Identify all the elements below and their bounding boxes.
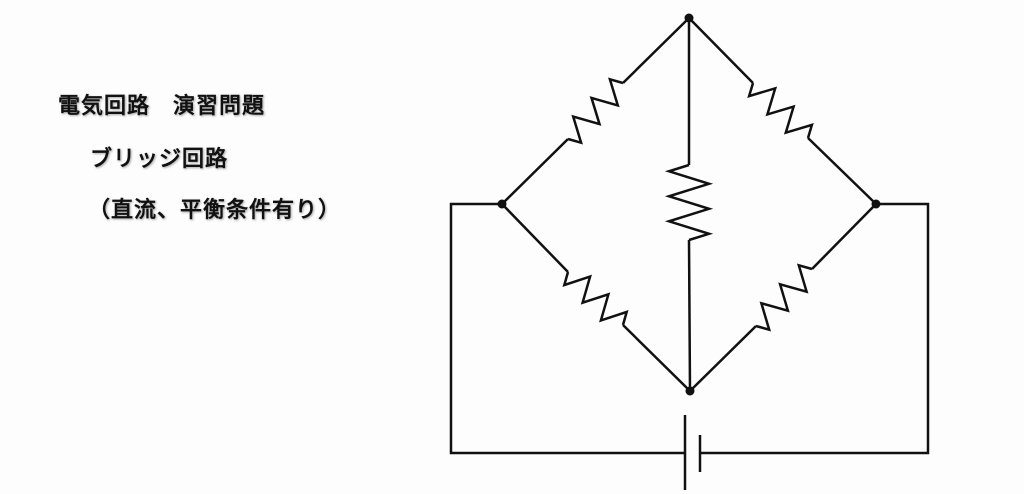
resistor-top-right xyxy=(747,82,814,139)
wire-middle-bottom xyxy=(687,239,692,392)
page-title: 電気回路 演習問題 xyxy=(58,94,266,119)
wire-left-top xyxy=(501,138,569,205)
resistor-bottom-right xyxy=(755,263,813,332)
wire-left-to-battery xyxy=(449,202,685,455)
subtitle: ブリッジ回路 xyxy=(90,147,229,172)
node-top xyxy=(684,13,694,23)
wire-top-left xyxy=(622,17,690,84)
node-bottom xyxy=(685,386,695,396)
node-right xyxy=(871,199,881,209)
condition-note: （直流、平衡条件有り） xyxy=(88,198,342,223)
resistor-top-left xyxy=(567,77,624,145)
wire-left-bottom xyxy=(501,203,569,273)
wire-top-right xyxy=(688,17,754,84)
resistor-middle xyxy=(664,163,714,242)
wire-bottom-left xyxy=(622,324,691,392)
wire-bottom-right xyxy=(689,325,757,392)
wire-right-top xyxy=(807,137,877,205)
resistor-bottom-left xyxy=(562,271,629,326)
node-left xyxy=(497,199,507,209)
wire-right-bottom xyxy=(811,203,877,270)
wire-right-to-battery xyxy=(700,202,930,455)
